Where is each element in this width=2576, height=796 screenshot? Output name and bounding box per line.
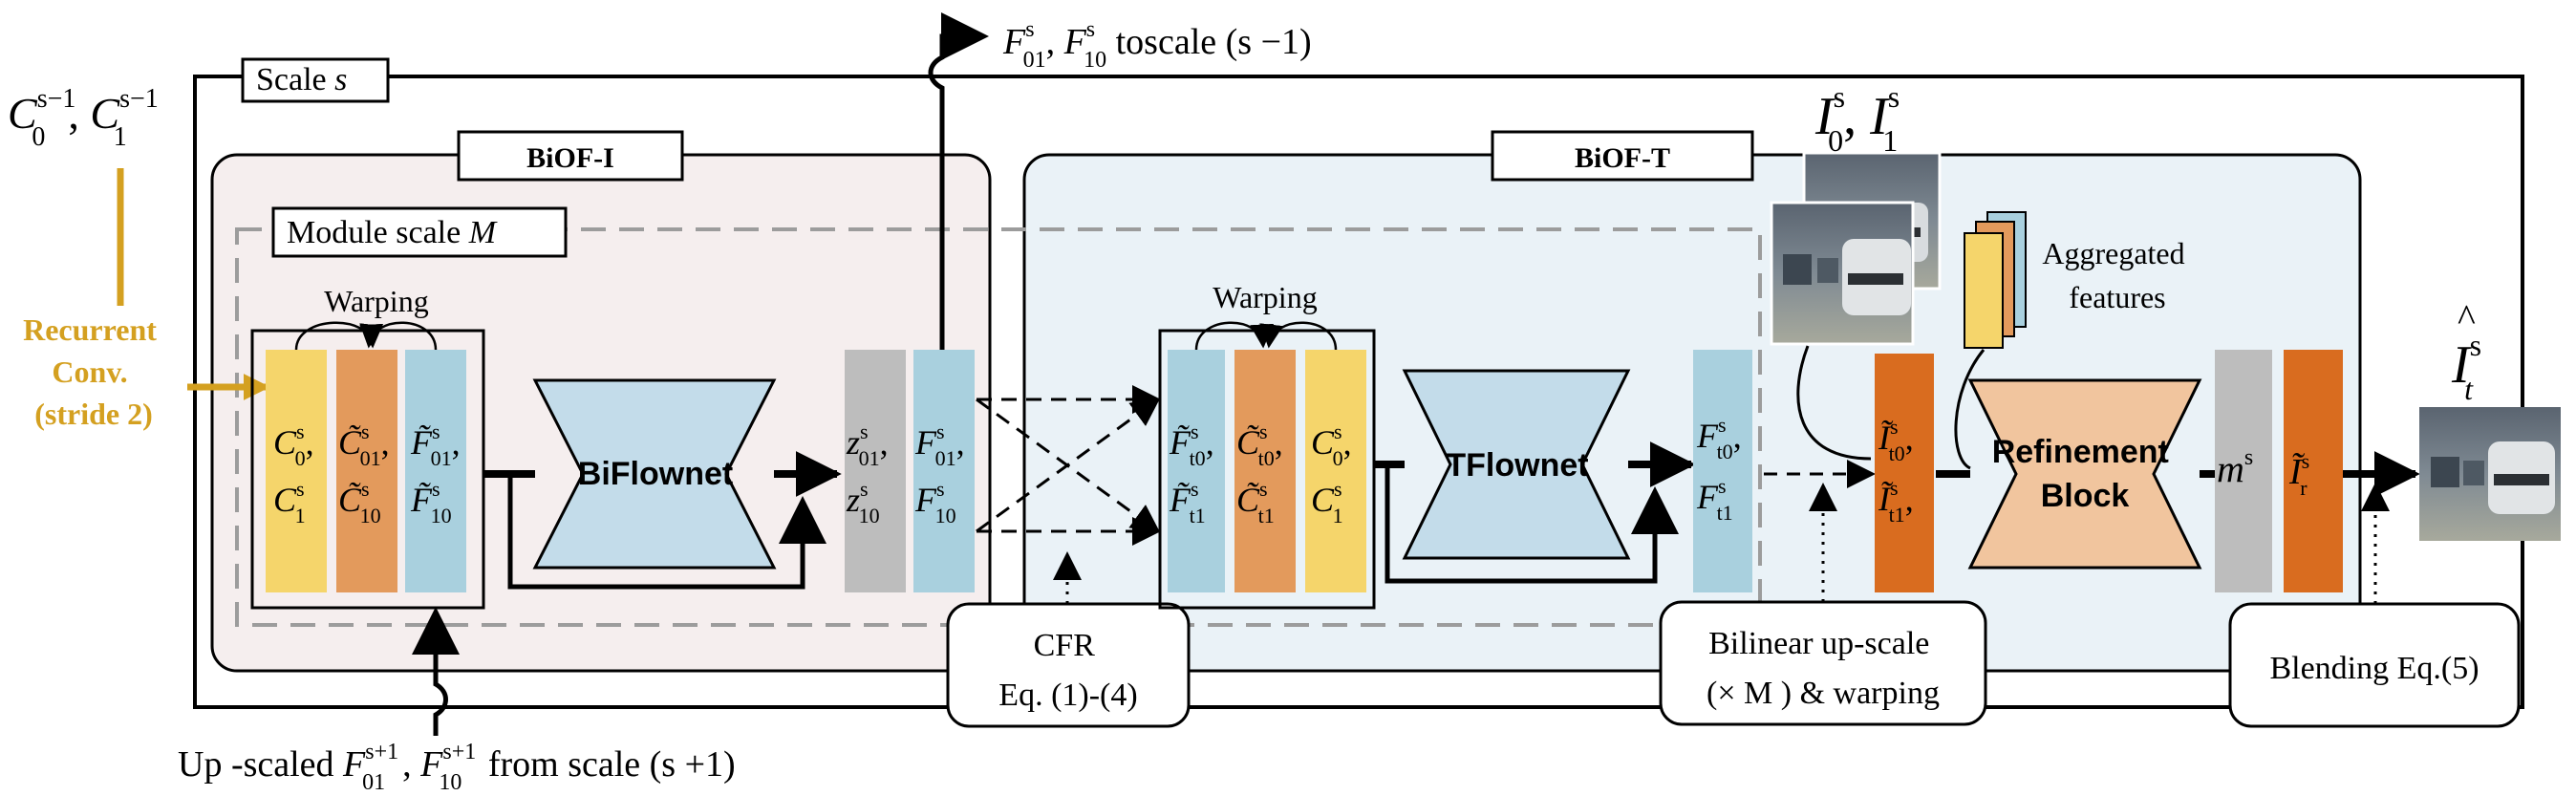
warping-arc-2b [1259, 321, 1338, 351]
warping-label-1: Warping [324, 284, 428, 318]
biofi-title: BiOF-I [526, 142, 614, 174]
scale-label-box [241, 57, 390, 103]
aggregated-to-refine-curve [1954, 349, 1986, 470]
biflownet-label: BiFlownet [578, 456, 733, 492]
module-scale-label: Module scale M [287, 215, 498, 250]
f-output-cell [913, 350, 975, 592]
stack1-cell-blue [405, 350, 466, 592]
stack2-cell-blue [1168, 350, 1225, 592]
arrow-to-coarser-scale [928, 12, 989, 350]
arrow-from-finer-scale [412, 607, 460, 736]
scale-label: Scale s [256, 62, 347, 97]
biofi-title-box [457, 130, 684, 182]
mask-cell [2215, 350, 2272, 592]
cfr-box [946, 602, 1191, 728]
ft-output-cell [1693, 350, 1752, 592]
refinement-block [1967, 378, 2202, 570]
blending-box [2228, 602, 2521, 728]
cfr-dashed-cross-2 [976, 398, 1161, 533]
recurrent-conv-label: Recurrent Conv. (stride 2) [23, 312, 164, 431]
aggregated-features-icon [1964, 211, 2027, 349]
tflownet-block [1402, 369, 1631, 560]
skip-loop-biflownet [507, 474, 826, 590]
bioft-title: BiOF-T [1575, 142, 1670, 174]
output-frame-hat: ^ [2458, 296, 2476, 339]
module-scale-label-box [271, 206, 568, 258]
warping-arc-1b [359, 321, 438, 351]
refinement-label: Refinement Block [1992, 434, 2179, 514]
output-frame-thumbnail [2419, 407, 2561, 541]
scale-frame [193, 75, 2524, 709]
mask-label: ms [2217, 445, 2253, 490]
stack1-cell-yellow [266, 350, 327, 592]
refined-frame-cell [2284, 350, 2343, 592]
biflownet-block [532, 378, 777, 570]
cfr-label: CFR Eq. (1)-(4) [998, 628, 1137, 713]
aggregated-features-label: Aggregated features [2042, 236, 2192, 314]
bilinear-box [1659, 600, 1987, 726]
stack1-cell-orange [336, 350, 397, 592]
stack2-cell-orange [1234, 350, 1296, 592]
warped-frames-cell [1875, 354, 1934, 592]
tflownet-label: TFlownet [1446, 447, 1588, 484]
skip-loop-tflownet [1385, 464, 1679, 584]
bilinear-label: Bilinear up-scale (× M ) & warping [1707, 626, 1940, 711]
blending-label: Blending Eq.(5) [2269, 651, 2479, 686]
warping-label-2: Warping [1213, 280, 1317, 314]
bioft-title-box [1491, 130, 1754, 182]
input-frame-thumbnail-0 [1770, 201, 1915, 346]
z-output-cell [845, 350, 906, 592]
stack2-cell-yellow [1305, 350, 1366, 592]
frame-to-warp-curve [1796, 345, 1872, 461]
